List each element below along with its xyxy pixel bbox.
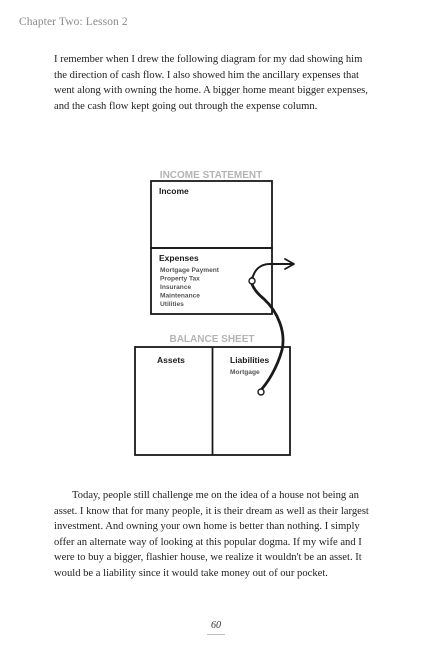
expenses-box [150, 247, 273, 315]
page-number-rule [207, 634, 225, 635]
assets-label: Assets [157, 355, 185, 365]
body-paragraph-2: Today, people still challenge me on the … [54, 490, 369, 579]
expense-item: Maintenance [160, 293, 200, 300]
expenses-label: Expenses [159, 253, 199, 263]
expense-item: Insurance [160, 284, 191, 291]
expense-item: Mortgage Payment [160, 267, 220, 274]
liabilities-label: Liabilities [230, 355, 269, 365]
expense-item: Property Tax [160, 276, 200, 283]
liability-item: Mortgage [230, 369, 260, 376]
page-number: 60 [211, 620, 221, 631]
income-label: Income [159, 186, 189, 196]
income-statement-title: INCOME STATEMENT [160, 170, 262, 181]
balance-sheet-title: BALANCE SHEET [169, 334, 254, 345]
arrow-start-node [257, 388, 265, 396]
arrow-mid-node [248, 277, 256, 285]
cash-flow-arrow [248, 258, 295, 396]
running-head: Chapter Two: Lesson 2 [19, 16, 128, 28]
expense-item: Utilities [160, 301, 184, 308]
body-paragraph-1: I remember when I drew the following dia… [54, 54, 368, 112]
